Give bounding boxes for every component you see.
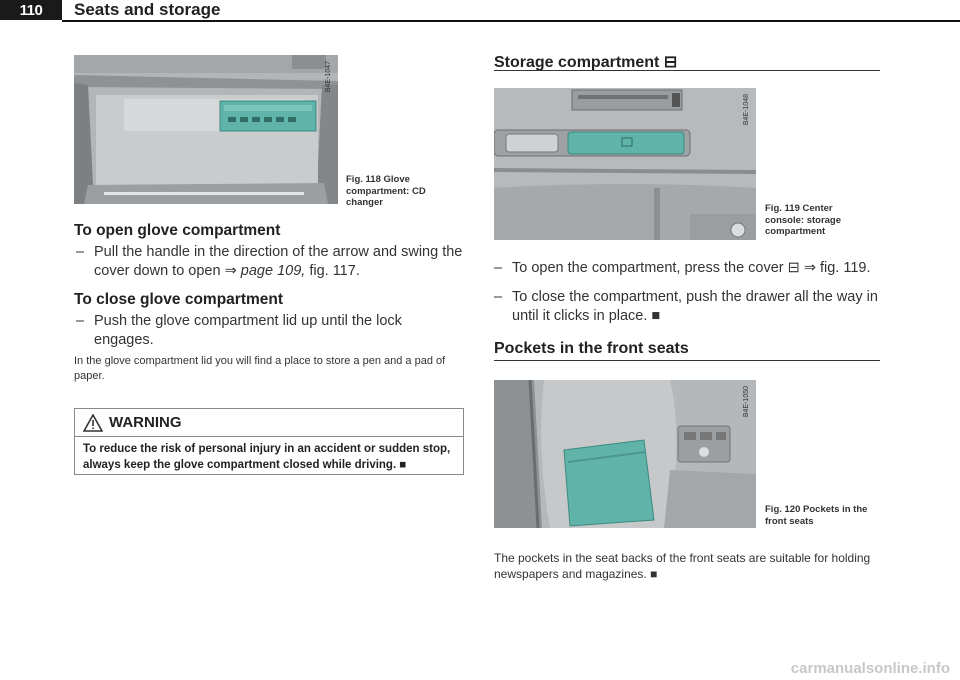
fig-ref: fig. 117. — [305, 263, 360, 279]
storage-step-close-text: To close the compartment, push the drawe… — [512, 289, 878, 324]
storage-step-open: – To open the compartment, press the cov… — [494, 260, 871, 276]
seat-pockets-illustration — [494, 380, 756, 528]
storage-step-close: – To close the compartment, push the dra… — [494, 288, 894, 326]
pockets-text: The pockets in the seat backs of the fro… — [494, 551, 871, 581]
header-rule — [62, 20, 960, 22]
open-step: – Pull the handle in the direction of th… — [76, 244, 463, 279]
close-glove-heading: To close glove compartment — [74, 291, 284, 308]
warning-label: WARNING — [109, 414, 182, 431]
open-glove-heading: To open glove compartment — [74, 222, 281, 239]
warning-triangle-icon — [83, 413, 103, 432]
glove-compartment-illustration — [74, 55, 338, 204]
figure-id: B4E-1047 — [325, 61, 332, 93]
figure-id: B4E-1048 — [743, 94, 750, 126]
glove-note: In the glove compartment lid you will fi… — [74, 355, 446, 382]
pockets-heading-rule — [494, 360, 880, 361]
figure-seat-pockets: B4E-1050 — [494, 380, 756, 528]
pockets-heading: Pockets in the front seats — [494, 340, 689, 357]
center-console-illustration — [494, 88, 756, 240]
page-number: 110 — [0, 0, 62, 20]
figure-label: Fig. 120 — [765, 504, 801, 515]
figure-label: Fig. 119 — [765, 203, 800, 214]
arrow-icon: ⇒ — [224, 263, 237, 279]
figure-id: B4E-1050 — [743, 386, 750, 418]
storage-step-open-text: To open the compartment, press the cover… — [512, 260, 871, 276]
storage-compartment-heading: Storage compartment ⊟ — [494, 52, 677, 72]
figure-caption: Fig. 119 Center console: storage compart… — [765, 203, 865, 238]
open-step-text: Pull the handle in the direction of the … — [94, 244, 463, 279]
warning-header: WARNING — [75, 409, 463, 437]
figure-caption-text: Center console: storage compartment — [765, 203, 842, 237]
warning-box: WARNING To reduce the risk of personal i… — [74, 408, 464, 475]
figure-caption: Fig. 118 Glove compartment: CD changer — [346, 174, 446, 209]
page-ref-link[interactable]: page 109, — [240, 263, 306, 279]
storage-title: Storage compartment — [494, 54, 660, 71]
figure-caption-text: Glove compartment: CD changer — [346, 174, 426, 208]
header-title: Seats and storage — [74, 0, 221, 19]
figure-caption-text: Pockets in the front seats — [765, 504, 868, 527]
close-step: – Push the glove compartment lid up unti… — [76, 312, 416, 350]
figure-glove-compartment: B4E-1047 — [74, 55, 338, 204]
watermark: carmanualsonline.info — [790, 660, 950, 677]
figure-caption: Fig. 120 Pockets in the front seats — [765, 504, 883, 527]
close-step-text: Push the glove compartment lid up until … — [94, 313, 402, 348]
storage-cover-icon: ⊟ — [663, 54, 678, 71]
figure-center-console: B4E-1048 — [494, 88, 756, 240]
storage-heading-rule — [494, 70, 880, 71]
figure-label: Fig. 118 — [346, 174, 381, 185]
warning-text: To reduce the risk of personal injury in… — [83, 443, 451, 471]
